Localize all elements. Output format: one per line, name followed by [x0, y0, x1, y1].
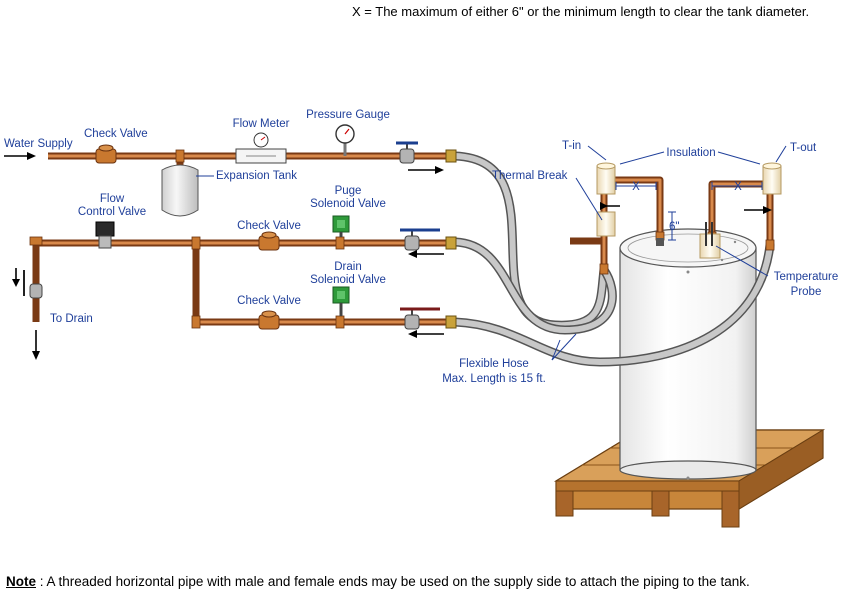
purge-solenoid-valve-icon — [332, 215, 350, 237]
water-heater-tank — [619, 228, 757, 480]
label-pressure-gauge: Pressure Gauge — [306, 109, 390, 121]
label-water-supply: Water Supply — [4, 138, 73, 150]
label-six-inch: 6" — [669, 221, 679, 233]
tank-inlet-stub — [656, 238, 664, 246]
flow-arrows — [4, 152, 772, 360]
leader-lines — [196, 145, 787, 361]
label-check-valve-top: Check Valve — [84, 128, 148, 140]
check-valve-bottom-icon — [258, 310, 280, 330]
label-t-out: T-out — [790, 142, 817, 154]
label-temperature-probe-2: Probe — [791, 286, 822, 298]
ball-valve-top-icon — [396, 141, 418, 164]
insulation-t-in — [596, 162, 616, 195]
temperature-probe-icon — [699, 222, 721, 259]
label-flow-control-valve-1: Flow — [100, 193, 125, 205]
label-puge-1: Puge — [335, 185, 362, 197]
label-flow-control-valve-2: Control Valve — [78, 206, 146, 218]
check-valve-mid-icon — [258, 231, 280, 251]
x-dimensions — [615, 182, 763, 241]
drain-solenoid-valve-icon — [332, 286, 350, 316]
flow-meter-icon — [235, 132, 287, 164]
label-expansion-tank: Expansion Tank — [216, 170, 297, 182]
label-t-in: T-in — [562, 140, 581, 152]
expansion-tank-icon — [161, 164, 199, 217]
label-puge-2: Solenoid Valve — [310, 198, 386, 210]
label-check-valve-bottom: Check Valve — [237, 295, 301, 307]
pressure-gauge-icon — [335, 124, 355, 156]
label-to-drain: To Drain — [50, 313, 93, 325]
hose-fittings — [445, 149, 457, 329]
check-valve-icon — [95, 144, 117, 164]
insulation-thermal-break — [596, 211, 616, 237]
label-drain-valve-2: Solenoid Valve — [310, 274, 386, 286]
label-flexible-hose-2: Max. Length is 15 ft. — [442, 373, 546, 385]
label-flexible-hose-1: Flexible Hose — [459, 358, 529, 370]
label-insulation: Insulation — [666, 147, 715, 159]
note-text: : A threaded horizontal pipe with male a… — [36, 574, 750, 589]
note-prefix: Note — [6, 574, 36, 589]
label-x-right: X — [734, 181, 742, 193]
header-note: X = The maximum of either 6" or the mini… — [352, 4, 809, 19]
insulation-t-out — [762, 162, 782, 195]
flow-control-valve-icon — [95, 221, 115, 249]
drain-ball-valve-icon — [23, 270, 43, 299]
ball-valve-bottom-icon — [400, 307, 440, 330]
label-thermal-break: Thermal Break — [492, 170, 568, 182]
label-flow-meter: Flow Meter — [233, 118, 290, 130]
label-check-valve-mid: Check Valve — [237, 220, 301, 232]
footer-note: Note : A threaded horizontal pipe with m… — [6, 574, 750, 589]
ball-valve-mid-icon — [400, 228, 440, 251]
flexible-hoses — [450, 151, 775, 367]
label-drain-valve-1: Drain — [334, 261, 361, 273]
label-temperature-probe-1: Temperature — [774, 271, 839, 283]
label-x-left: X — [632, 181, 640, 193]
